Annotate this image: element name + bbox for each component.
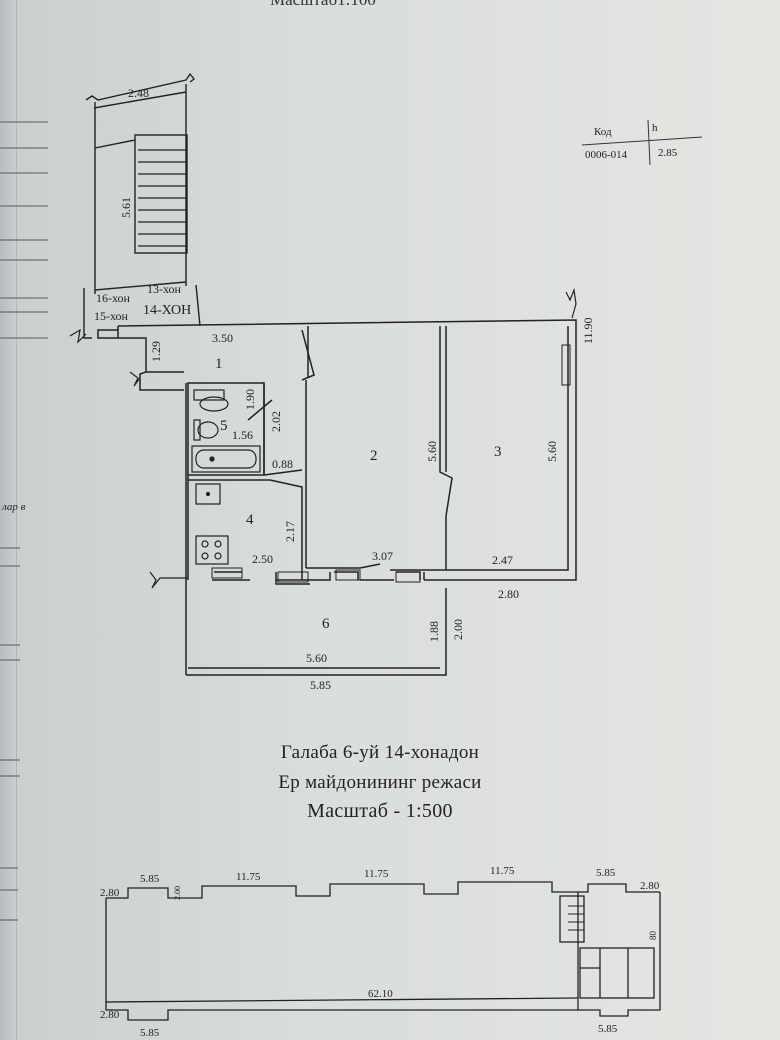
room-4-label: 4 bbox=[246, 512, 254, 528]
top-scale-fragment: Масштаб1:100 bbox=[270, 0, 376, 10]
site-dim-left-2-80-bottom: 2.80 bbox=[100, 1009, 120, 1021]
floor-plan-walls bbox=[97, 319, 577, 676]
bathtub-fixture bbox=[191, 445, 261, 473]
stair-width: 2.48 bbox=[128, 86, 149, 100]
site-dim-right-2-80-top: 2.80 bbox=[640, 880, 660, 892]
dim-5-85-bottom: 5.85 bbox=[310, 678, 331, 692]
apt-15: 15-хон bbox=[94, 309, 129, 323]
site-dim-small-80: 80 bbox=[648, 931, 658, 941]
code-table bbox=[581, 119, 703, 166]
site-dim-top-11-75-c: 11.75 bbox=[490, 865, 515, 877]
stair-length: 5.61 bbox=[119, 197, 133, 218]
dim-0-88: 0.88 bbox=[272, 457, 293, 471]
dim-5-60-bottom: 5.60 bbox=[306, 651, 327, 665]
site-dim-bottom-5-85-right: 5.85 bbox=[598, 1023, 618, 1035]
apt-16: 16-хон bbox=[96, 291, 131, 305]
site-plan bbox=[105, 881, 661, 1021]
site-dim-small-2-00: 2.00 bbox=[173, 886, 182, 900]
site-dim-top-11-75-b: 11.75 bbox=[364, 868, 389, 880]
toilet-fixture bbox=[193, 389, 229, 412]
margin-fragment-text: лар в bbox=[1, 501, 26, 513]
room-6-label: 6 bbox=[322, 616, 330, 632]
entrance-markers bbox=[69, 287, 577, 589]
site-dim-bottom-5-85-left: 5.85 bbox=[140, 1027, 160, 1039]
code-value: 0006-014 bbox=[585, 149, 628, 161]
dim-3-07: 3.07 bbox=[372, 549, 393, 563]
site-dim-top-5-85-right: 5.85 bbox=[596, 867, 616, 879]
caption-scale: Масштаб - 1:500 bbox=[307, 800, 453, 822]
dim-5-60-room2: 5.60 bbox=[425, 441, 439, 462]
site-dim-left-2-80-top: 2.80 bbox=[100, 887, 120, 899]
dim-2-02: 2.02 bbox=[269, 411, 283, 432]
dim-2-47: 2.47 bbox=[492, 553, 513, 567]
margin-rules bbox=[0, 121, 48, 921]
site-dim-total-62-10: 62.10 bbox=[368, 988, 393, 1000]
code-label: Код bbox=[594, 126, 612, 138]
dim-2-17: 2.17 bbox=[283, 521, 297, 542]
room-2-label: 2 bbox=[370, 448, 378, 464]
site-dim-top-5-85-left: 5.85 bbox=[140, 873, 160, 885]
dim-1-88: 1.88 bbox=[427, 621, 441, 642]
room-3-label: 3 bbox=[494, 444, 502, 460]
kitchen-sink-fixture bbox=[195, 483, 221, 505]
caption-address: Галаба 6-уй 14-хонадон bbox=[280, 742, 480, 763]
h-label: h bbox=[652, 122, 658, 134]
stairwell bbox=[83, 72, 201, 339]
apt-13: 13-хон bbox=[147, 282, 182, 296]
dim-11-90: 11.90 bbox=[581, 317, 595, 344]
dim-2-00: 2.00 bbox=[451, 619, 465, 640]
stair-treads bbox=[138, 149, 187, 247]
stove-fixture bbox=[195, 535, 229, 565]
room-5-label: 5 bbox=[220, 418, 228, 434]
site-dim-top-11-75-a: 11.75 bbox=[236, 871, 261, 883]
dim-2-80: 2.80 bbox=[498, 587, 519, 601]
dim-3-50: 3.50 bbox=[212, 331, 233, 345]
window-markers bbox=[211, 344, 571, 583]
caption-plan-title: Ер майдонининг режаси bbox=[278, 772, 482, 793]
h-value: 2.85 bbox=[658, 147, 678, 159]
apt-14: 14-ХОН bbox=[143, 303, 191, 318]
sink-fixture bbox=[193, 419, 219, 441]
dim-1-56: 1.56 bbox=[232, 428, 253, 442]
site-stair-treads bbox=[568, 905, 584, 931]
dim-2-50: 2.50 bbox=[252, 552, 273, 566]
dim-1-90: 1.90 bbox=[243, 389, 257, 410]
dim-5-60-room3: 5.60 bbox=[545, 441, 559, 462]
dim-1-29: 1.29 bbox=[149, 341, 163, 362]
room-1-label: 1 bbox=[215, 356, 223, 372]
